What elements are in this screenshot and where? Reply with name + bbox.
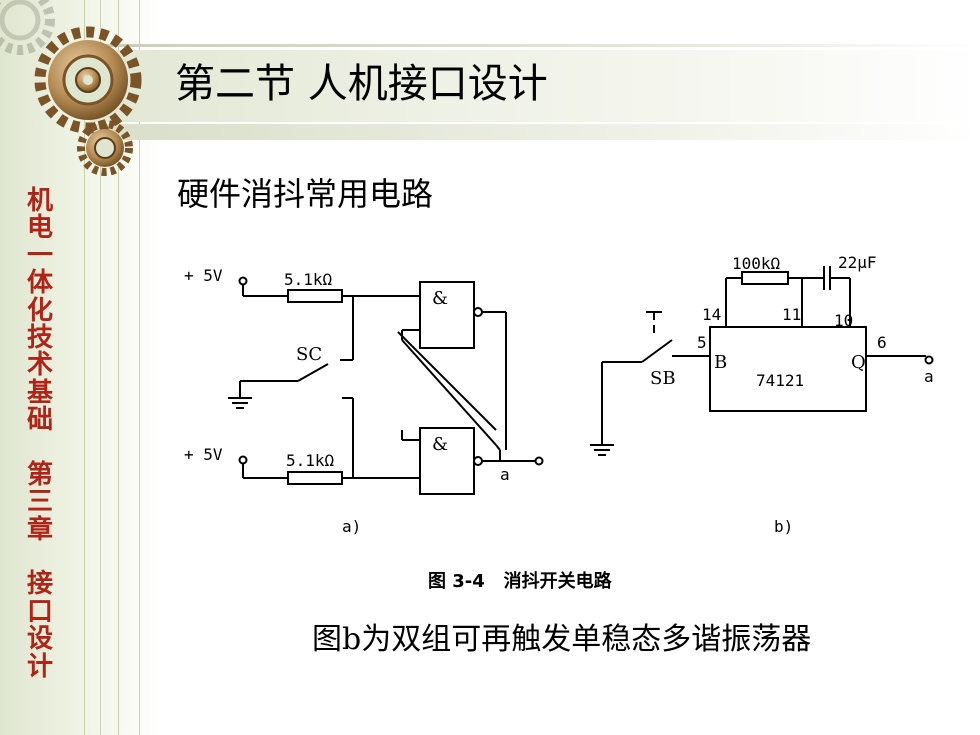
vertical-char: 接: [26, 569, 53, 600]
vertical-char: 口: [26, 596, 53, 627]
gate-label-bottom: &: [432, 434, 448, 455]
debounce-circuit-figure: + 5V 5.1kΩ & SC: [184, 253, 934, 536]
title-stripe: [90, 124, 980, 140]
nand-gate-top: [419, 281, 475, 349]
resistor-label-bottom: 5.1kΩ: [286, 451, 335, 470]
pin-6: 6: [877, 333, 887, 352]
resistor-top: [287, 289, 343, 303]
figure-caption: 图 3-4 消抖开关电路: [428, 571, 612, 592]
circuit-b: 74121 B Q 14 11 10 5 6 100kΩ 22μF: [590, 253, 934, 536]
vertical-char: 第: [26, 459, 53, 490]
figure-b-label: b): [774, 517, 793, 536]
decor-line: [84, 0, 85, 735]
vertical-char: 化: [26, 295, 53, 326]
title-band: [90, 50, 980, 122]
supply-label-bottom: + 5V: [184, 445, 223, 464]
vertical-chapter-title: 机 电 一 体 化 技 术 基 础 第 三 章 接 口 设 计: [20, 186, 60, 682]
output-label-a: a: [924, 367, 934, 386]
resistor-100k: [741, 271, 789, 285]
vertical-char: 体: [26, 268, 53, 299]
section-subtitle: 硬件消抖常用电路: [177, 175, 434, 213]
chip-74121: [709, 326, 867, 412]
decor-line: [139, 0, 140, 735]
decor-line: [118, 0, 119, 735]
vertical-char: 基: [26, 377, 53, 408]
pin-5: 5: [697, 333, 707, 352]
figure-a-label: a): [342, 517, 361, 536]
supply-label-top: + 5V: [184, 266, 223, 285]
switch-label-sc: SC: [296, 344, 322, 365]
output-label-a: a: [500, 465, 510, 484]
decor-line: [100, 0, 101, 735]
gate-label-top: &: [432, 288, 448, 309]
vertical-char: [20, 435, 60, 462]
pin-10: 10: [834, 311, 853, 330]
switch-label-sb: SB: [650, 368, 676, 389]
resistor-label-top: 5.1kΩ: [284, 270, 333, 289]
vertical-char: 础: [26, 405, 53, 436]
vertical-char: 设: [26, 624, 53, 655]
vertical-char: 三: [26, 487, 53, 518]
vertical-char: 计: [26, 651, 53, 682]
gears-icon: [0, 0, 142, 176]
resistor-bottom: [287, 471, 343, 485]
pin-output-q: Q: [851, 352, 866, 373]
vertical-char: 电: [26, 213, 53, 244]
vertical-char: 机: [26, 186, 53, 216]
vertical-char: 一: [26, 240, 53, 271]
page-title: 第二节 人机接口设计: [175, 61, 548, 107]
title-stripe: [90, 44, 980, 47]
pin-input-b: B: [714, 352, 727, 373]
vertical-char: 技: [26, 322, 53, 353]
circuit-a: + 5V 5.1kΩ & SC: [184, 266, 544, 536]
pin-11: 11: [782, 305, 801, 324]
description-text: 图b为双组可再触发单稳态多谐振荡器: [312, 622, 812, 657]
capacitor-label: 22μF: [838, 253, 877, 272]
vertical-char: 术: [26, 350, 53, 381]
vertical-char: 章: [26, 514, 53, 545]
pin-14: 14: [702, 305, 721, 324]
vertical-char: [20, 544, 60, 571]
chip-label: 74121: [756, 371, 804, 390]
resistor-label: 100kΩ: [732, 254, 781, 273]
